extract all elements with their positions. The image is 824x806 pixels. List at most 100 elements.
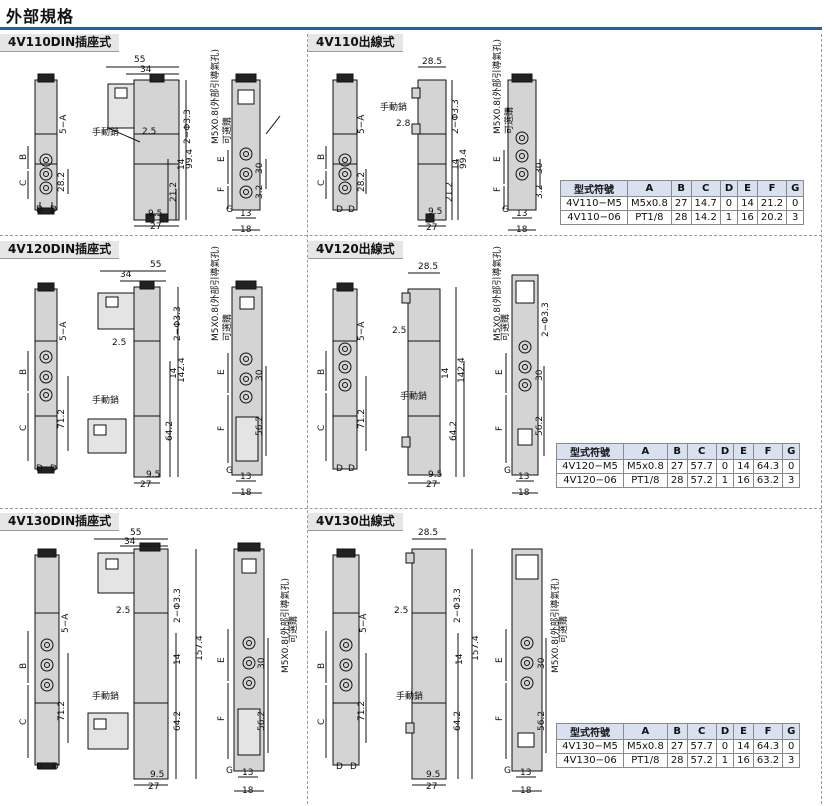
- label-D2: D: [50, 464, 57, 474]
- label-F: F: [217, 187, 227, 192]
- panel-title: 4V120DIN插座式: [0, 241, 120, 259]
- panel-4v130-din: 4V130DIN插座式: [0, 513, 306, 803]
- dim-18: 18: [518, 488, 530, 498]
- right-border: [821, 34, 822, 804]
- dim-21-2: 21.2: [169, 182, 179, 202]
- dim-30: 30: [535, 369, 545, 381]
- note-manual: 手動銷: [92, 690, 119, 702]
- dim-30: 30: [535, 162, 545, 174]
- label-C: C: [317, 180, 327, 186]
- dim-14: 14: [451, 158, 461, 170]
- dim-71-2: 71.2: [57, 409, 67, 429]
- th-model: 型式符號: [560, 180, 628, 197]
- label-C: C: [317, 425, 327, 431]
- panel-title: 4V130DIN插座式: [0, 513, 120, 531]
- dim-2-5: 2.5: [116, 606, 130, 616]
- label-G: G: [226, 205, 233, 215]
- dim-64-2: 64.2: [449, 421, 459, 441]
- label-F: F: [495, 716, 505, 721]
- note-manual: 手動銷: [396, 690, 423, 702]
- dim-34: 34: [140, 65, 152, 75]
- drawing-4v110-wire: 28.5 27 13 18 99.4 28.2 21.2 14 30 3.2 2…: [317, 39, 545, 235]
- th-g: G: [782, 443, 801, 460]
- note-port: M5X0.8(外部引導氣孔): [279, 578, 291, 673]
- dim-99-4: 99.4: [185, 149, 195, 169]
- dim-13: 13: [242, 768, 253, 778]
- panel-4v110-din: 4V110DIN插座式: [0, 34, 306, 235]
- dim-27: 27: [150, 222, 161, 232]
- dim-64-2: 64.2: [173, 711, 183, 731]
- label-D2: D: [350, 762, 357, 772]
- label-D1: D: [36, 205, 43, 215]
- drawing-4v120-wire: 28.5 27 13 18 142.4 71.2 64.2 14 30 56.2…: [317, 246, 551, 498]
- label-D2: D: [348, 205, 355, 215]
- dim-hole: 2−Φ3.3: [183, 109, 193, 144]
- label-G: G: [504, 766, 511, 776]
- dim-30: 30: [255, 162, 265, 174]
- page-title: 外部規格: [6, 7, 75, 26]
- dim-port: 5−A: [359, 613, 369, 633]
- th-d: D: [715, 723, 735, 740]
- label-C: C: [19, 180, 29, 186]
- page-header: 外部規格: [0, 0, 824, 32]
- dim-13: 13: [240, 209, 251, 219]
- note-plug: 可選購: [503, 107, 515, 134]
- label-E: E: [493, 156, 503, 162]
- dim-56-2: 56.2: [255, 416, 265, 436]
- label-D1: D: [336, 762, 343, 772]
- drawing-4v120-din: 55 34 27 13 18 142.4 71.2 64.2 14 30 56.…: [19, 246, 267, 498]
- dim-14: 14: [177, 158, 187, 170]
- label-C: C: [317, 719, 327, 725]
- dim-142-4: 142.4: [457, 357, 467, 383]
- dim-21-2: 21.2: [445, 182, 455, 202]
- th-a: A: [623, 723, 668, 740]
- dim-18: 18: [516, 225, 528, 235]
- panel-4v120-din: 4V120DIN插座式: [0, 241, 306, 506]
- dim-157-4: 157.4: [195, 635, 205, 661]
- dim-hole: 2−Φ3.3: [173, 588, 183, 623]
- dim-port: 5−A: [59, 321, 69, 341]
- th-f: F: [752, 443, 784, 460]
- dim-27: 27: [148, 782, 159, 792]
- label-B: B: [317, 154, 327, 160]
- dim-9-5: 9.5: [428, 470, 442, 480]
- dim-30: 30: [255, 369, 265, 381]
- dim-port: 5−A: [357, 321, 367, 341]
- panel-4v130-wire: 4V130出線式: [308, 513, 820, 803]
- dim-14: 14: [455, 653, 465, 665]
- dim-28-2: 28.2: [357, 172, 367, 192]
- note-plug: 可選購: [557, 616, 569, 643]
- dim-18: 18: [520, 786, 532, 796]
- dim-28-5: 28.5: [422, 57, 442, 67]
- dim-99-4: 99.4: [459, 149, 469, 169]
- dim-13: 13: [516, 209, 527, 219]
- dim-55: 55: [134, 55, 145, 65]
- note-manual: 手動銷: [380, 101, 407, 113]
- dim-28-2: 28.2: [57, 172, 67, 192]
- note-port: M5X0.8(外部引導氣孔): [209, 49, 221, 144]
- panel-title: 4V110出線式: [308, 34, 403, 52]
- dim-55: 55: [150, 260, 161, 270]
- drawing-4v130-wire: 28.5 27 13 18 157.4 71.2 64.2 14 30 56.2…: [317, 528, 569, 796]
- th-c: C: [686, 443, 717, 460]
- label-E: E: [217, 156, 227, 162]
- label-B: B: [19, 154, 29, 160]
- panel-4v120-wire: 4V120出線式: [308, 241, 820, 506]
- dim-71-2: 71.2: [357, 701, 367, 721]
- spec-header-row: 型式符號 A B C D E F G: [556, 723, 801, 740]
- dim-9-5: 9.5: [426, 770, 440, 780]
- dim-9-5: 9.5: [150, 770, 164, 780]
- dim-2-5: 2.5: [394, 606, 408, 616]
- dim-18: 18: [240, 225, 252, 235]
- panel-title: 4V110DIN插座式: [0, 34, 120, 52]
- spec-header-row: 型式符號 A B C D E F G: [560, 180, 805, 197]
- dim-34: 34: [120, 270, 132, 280]
- label-B: B: [19, 369, 29, 375]
- dim-9-5: 9.5: [148, 209, 162, 219]
- note-port: M5X0.8(外部引導氣孔): [491, 39, 503, 134]
- dim-3-2: 3.2: [535, 185, 545, 199]
- dim-14: 14: [441, 367, 451, 379]
